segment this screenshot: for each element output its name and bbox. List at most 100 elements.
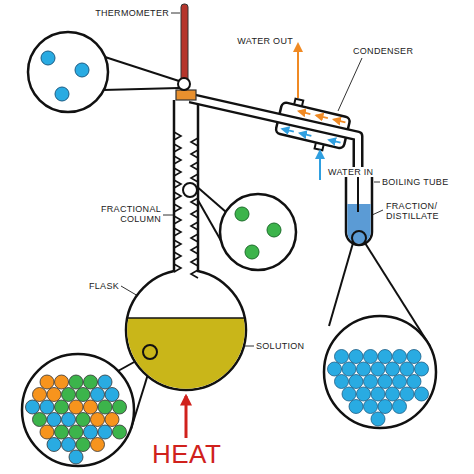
particle: [91, 438, 105, 452]
particle: [40, 400, 54, 414]
particle: [371, 387, 385, 401]
part-label: SOLUTION: [255, 341, 305, 351]
part-label: WATER OUT: [236, 36, 294, 46]
particle: [98, 400, 112, 414]
zoom-lines: [103, 57, 430, 429]
particle: [407, 375, 421, 389]
particle: [98, 425, 112, 439]
particle: [105, 413, 119, 427]
distillate-zoom: [324, 316, 436, 428]
particle: [47, 388, 61, 402]
solution-surface: [128, 317, 245, 319]
particle: [76, 413, 90, 427]
particle: [357, 362, 371, 376]
vapour-zoom: [28, 32, 108, 112]
column-zoom: [220, 194, 296, 270]
delivery-tube-bore: [190, 98, 358, 213]
flask: [126, 270, 246, 390]
column-bead: [174, 168, 198, 182]
column-bead: [174, 228, 198, 242]
particle: [415, 387, 429, 401]
mixture-particles: [26, 375, 127, 464]
tube-end: [357, 176, 359, 212]
vapour-particles: [41, 51, 89, 101]
column-particles: [235, 207, 281, 259]
particle: [69, 375, 83, 389]
column-bead: [174, 264, 198, 278]
particle: [84, 400, 98, 414]
particle: [415, 362, 429, 376]
particle: [393, 375, 407, 389]
particle: [378, 350, 392, 364]
column-bead: [174, 144, 198, 158]
stopper: [176, 90, 196, 100]
particle: [33, 413, 47, 427]
particle: [357, 387, 371, 401]
particle: [47, 413, 61, 427]
delivery-tube: [190, 98, 358, 212]
particle: [328, 362, 342, 376]
water-flow-arrows: [282, 108, 345, 142]
particle: [335, 375, 349, 389]
fractional-column: [174, 100, 198, 272]
particle: [91, 388, 105, 402]
particle: [342, 387, 356, 401]
heat-arrow: [185, 396, 188, 438]
particle: [378, 375, 392, 389]
particle: [76, 438, 90, 452]
column-bead: [174, 216, 198, 230]
column-bead: [174, 204, 198, 218]
particle: [349, 400, 363, 414]
mixture-zoom: [22, 354, 134, 466]
heat-label: HEAT: [151, 440, 222, 470]
particle: [364, 375, 378, 389]
part-label: FRACTION/ DISTILLATE: [385, 201, 447, 222]
particle: [62, 413, 76, 427]
column-bead: [174, 132, 198, 146]
particle: [349, 375, 363, 389]
particle: [98, 375, 112, 389]
particle: [47, 438, 61, 452]
column-bead: [174, 252, 198, 266]
particle: [393, 350, 407, 364]
particle: [26, 400, 40, 414]
part-label: THERMOMETER: [94, 8, 170, 18]
part-label: FLASK: [88, 281, 120, 291]
particle: [342, 362, 356, 376]
zoom-markers: [143, 78, 366, 359]
column-bead: [174, 156, 198, 170]
solution: [127, 318, 245, 389]
particle: [407, 350, 421, 364]
particle: [69, 450, 83, 464]
water-out-arrow: [297, 44, 299, 98]
particle: [62, 388, 76, 402]
particle: [84, 425, 98, 439]
column-wall: [197, 100, 200, 272]
column-bead: [174, 240, 198, 254]
part-label: BOILING TUBE: [381, 177, 449, 187]
particle: [400, 362, 414, 376]
particle: [349, 350, 363, 364]
particle: [113, 400, 127, 414]
particle: [371, 362, 385, 376]
particle: [55, 425, 69, 439]
column-wall: [173, 100, 176, 272]
particle: [364, 400, 378, 414]
particle: [364, 350, 378, 364]
boiling-tube: [346, 176, 372, 245]
particle: [33, 388, 47, 402]
particle: [386, 387, 400, 401]
water-in-arrow: [319, 151, 321, 180]
particle: [113, 425, 127, 439]
particle: [40, 425, 54, 439]
particle: [105, 388, 119, 402]
particle: [69, 400, 83, 414]
particle: [378, 400, 392, 414]
particle: [91, 413, 105, 427]
column-beads: [174, 132, 198, 278]
particle: [393, 400, 407, 414]
particle: [335, 350, 349, 364]
